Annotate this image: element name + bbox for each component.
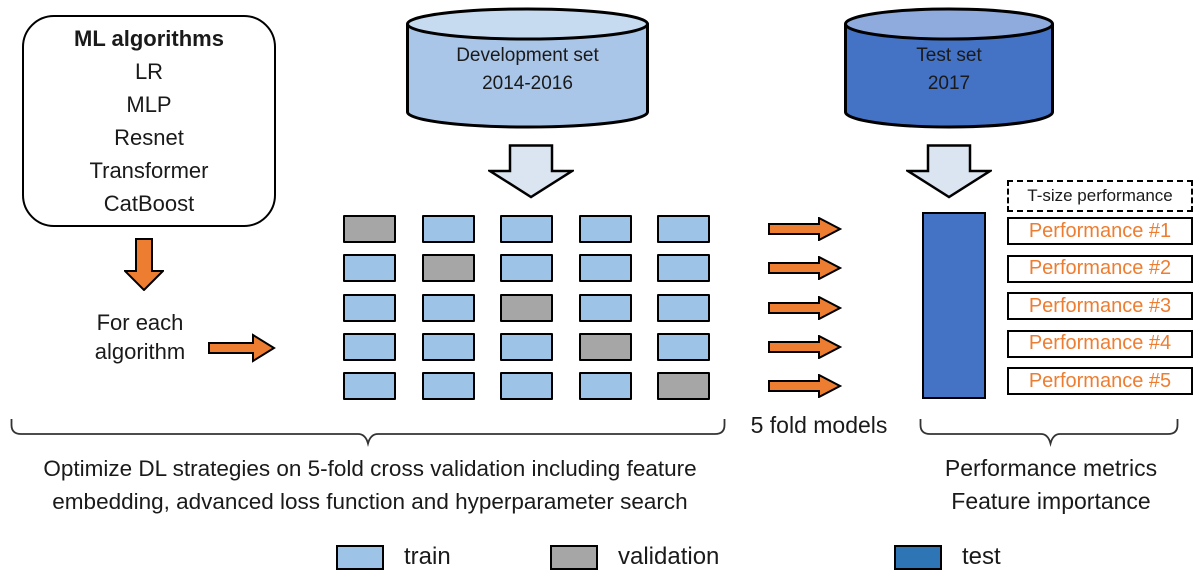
test-set-label: Test set 2017 [916,45,982,94]
ml-box-item: CatBoost [103,191,195,216]
cv-cell-train [421,332,475,361]
down-arrow-icon [488,144,574,199]
cv-cell-train [578,293,632,322]
orange-right-arrow-icon [768,334,842,359]
legend-swatch-test [894,544,942,570]
cv-cell-train [657,215,710,243]
cv-cell-train [657,293,710,322]
cv-cell-train [421,215,475,243]
down-arrow-icon [906,144,992,199]
cylinder-shape-icon [844,7,1054,129]
ml-algorithms-box: ML algorithms LR MLP Resnet Transformer … [22,15,276,227]
cv-cell-train [500,215,553,243]
cv-cell-train [343,332,396,361]
legend-label: test [962,543,1001,570]
cv-cell-train [421,293,475,322]
tsize-performance-label: T-size performance [1027,186,1173,205]
cylinder-shape-icon [406,7,649,129]
ml-box-item: Transformer [89,158,209,183]
performance-box: Performance #3 [1007,292,1193,320]
orange-right-arrow-icon [768,295,842,320]
right-brace-icon [919,419,1179,448]
cv-cell-train [343,293,396,322]
right-caption: Performance metrics Feature importance [944,455,1158,514]
test-set-rect [922,212,986,399]
cv-cell-validation [578,332,632,361]
tsize-performance-box: T-size performance [1007,180,1193,212]
legend-item-test: test [894,543,1001,571]
cv-cell-train [343,372,396,400]
cv-cell-validation [657,372,710,400]
performance-box-label: Performance #4 [1028,332,1172,354]
cv-cell-train [343,254,396,283]
cv-cell-train [578,254,632,283]
cv-cell-validation [421,254,475,283]
performance-list: Performance #1 Performance #2 Performance … [1007,217,1193,395]
legend-swatch-validation [550,544,598,570]
for-each-algorithm-label: For each algorithm [94,310,186,364]
legend-label: validation [618,543,720,570]
cv-cell-train [500,254,553,283]
left-brace-icon [10,419,726,448]
cv-grid [343,215,710,400]
orange-down-arrow-icon [124,238,164,291]
orange-right-arrow-icon [208,333,276,363]
ml-box-title: ML algorithms [74,26,224,51]
performance-box: Performance #5 [1007,367,1193,395]
cv-cell-train [500,332,553,361]
fold-models-label: 5 fold models [750,412,888,438]
development-set-cylinder: Development set 2014-2016 [405,6,650,130]
test-set-cylinder: Test set 2017 [843,6,1055,130]
performance-box-label: Performance #3 [1028,294,1172,317]
legend-label: train [404,543,451,570]
cv-cell-train [657,254,710,283]
performance-box: Performance #4 [1007,329,1193,358]
cv-cell-train [421,372,475,400]
ml-box-item: LR [134,59,164,84]
performance-box: Performance #1 [1007,217,1193,245]
orange-right-arrow-icon [768,256,842,281]
orange-right-arrow-icon [768,217,842,241]
performance-box-label: Performance #2 [1028,257,1172,279]
cv-cell-train [657,332,710,361]
cv-cell-train [578,372,632,400]
cv-cell-train [500,372,553,400]
cv-cell-validation [343,215,396,243]
performance-box-label: Performance #5 [1028,369,1172,392]
legend-item-train: train [336,543,451,571]
left-caption: Optimize DL strategies on 5-fold cross v… [43,456,697,514]
ml-box-item: MLP [126,92,172,117]
fold-arrows [768,215,842,400]
performance-box-label: Performance #1 [1028,219,1172,242]
orange-right-arrow-icon [768,374,842,398]
cv-cell-validation [500,293,553,322]
performance-box: Performance #2 [1007,254,1193,283]
cv-cell-train [578,215,632,243]
development-set-label: Development set 2014-2016 [456,45,599,94]
legend-item-validation: validation [550,543,719,571]
legend-swatch-train [336,544,384,570]
ml-box-item: Resnet [114,125,184,150]
